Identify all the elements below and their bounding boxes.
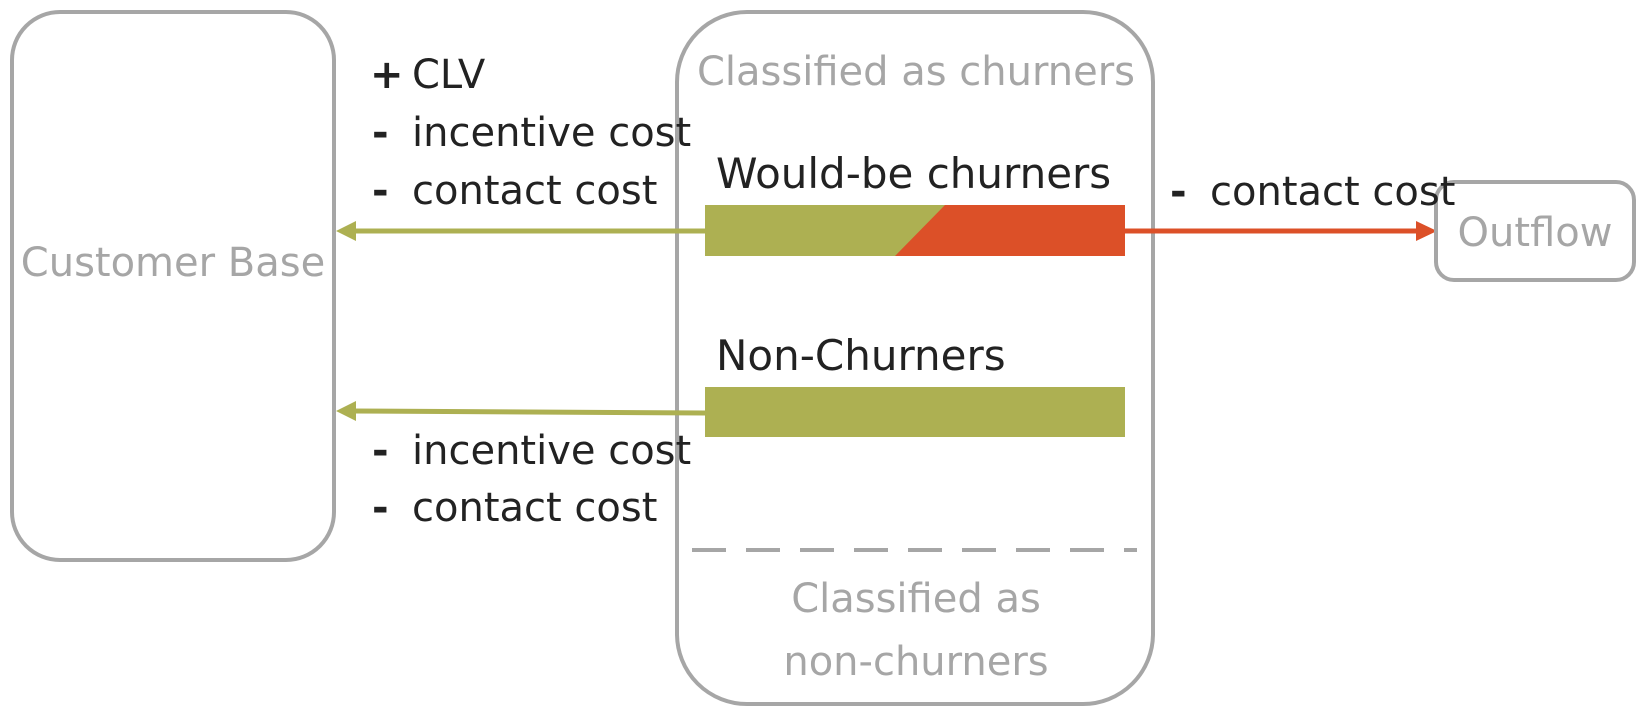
top-contact-text: contact cost xyxy=(412,168,657,214)
bottom-incentive-sign: - xyxy=(372,428,389,474)
non-churners-arrowhead xyxy=(336,401,356,421)
classified-as-non-churners-line2: non-churners xyxy=(783,639,1048,685)
outflow-contact-text: contact cost xyxy=(1210,169,1455,215)
outflow-contact-sign: - xyxy=(1170,169,1187,215)
retained-churners-arrowhead xyxy=(336,221,356,241)
top-clv-text: CLV xyxy=(412,52,486,98)
outflow-label: Outflow xyxy=(1458,210,1613,256)
customer-base-label: Customer Base xyxy=(21,240,325,286)
bottom-contact-text: contact cost xyxy=(412,485,657,531)
non-churners-arrow xyxy=(351,408,706,416)
top-contact-sign: - xyxy=(372,168,389,214)
top-incentive-text: incentive cost xyxy=(412,110,691,156)
outflow-box xyxy=(1434,180,1636,282)
top-incentive-sign: - xyxy=(372,110,389,156)
classified-container-box xyxy=(675,10,1155,706)
would-be-churners-label: Would-be churners xyxy=(716,149,1111,198)
bottom-incentive-text: incentive cost xyxy=(412,428,691,474)
non-churners-bar xyxy=(705,387,1125,437)
customer-base-box xyxy=(10,10,336,562)
classified-as-churners-label: Classified as churners xyxy=(697,49,1135,95)
non-churners-label: Non-Churners xyxy=(716,331,1006,380)
classified-as-non-churners-line1: Classified as xyxy=(791,576,1041,622)
top-clv-sign: + xyxy=(370,52,404,98)
outflow-arrowhead xyxy=(1416,221,1437,241)
bottom-contact-sign: - xyxy=(372,485,389,531)
would-be-churners-churned-bar xyxy=(895,205,1125,256)
